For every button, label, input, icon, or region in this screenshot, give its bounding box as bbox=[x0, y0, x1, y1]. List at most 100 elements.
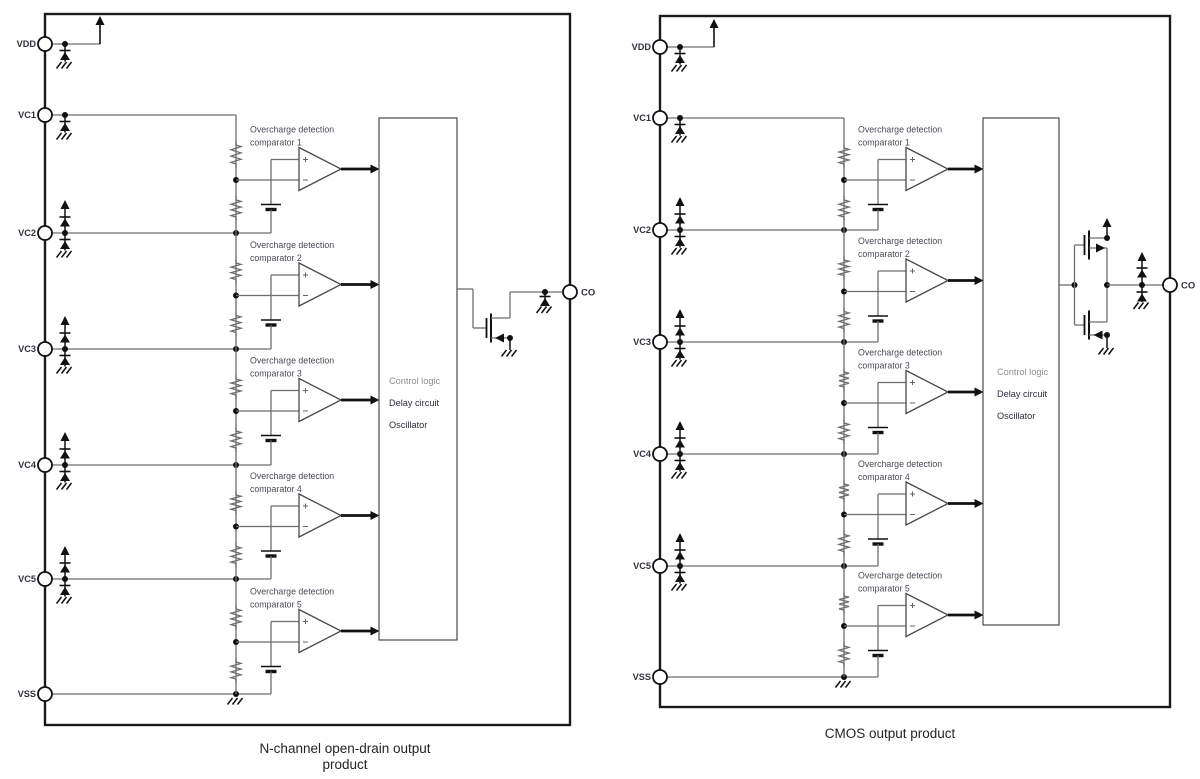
ground-symbol bbox=[231, 697, 239, 705]
arrow-right-icon bbox=[974, 610, 984, 620]
diode-anode bbox=[675, 215, 685, 224]
ground-symbol bbox=[670, 247, 678, 255]
arrow-up-icon bbox=[675, 533, 685, 542]
panel-caption-line-1: product bbox=[322, 757, 367, 772]
comparator-3-label-line1: Overcharge detection bbox=[250, 356, 334, 366]
pin-label-vc5: VC5 bbox=[18, 574, 36, 584]
diode-anode bbox=[60, 357, 70, 365]
comparator-5-symbol bbox=[298, 608, 343, 654]
diode-anode bbox=[1137, 269, 1147, 278]
pin-label-vc4: VC4 bbox=[633, 449, 652, 459]
pin-vc5 bbox=[652, 558, 668, 574]
resistor bbox=[836, 256, 852, 280]
diode-anode bbox=[60, 334, 70, 343]
diode-anode bbox=[60, 564, 70, 573]
pin-label-co: CO bbox=[1181, 280, 1195, 291]
control-block-text-0: Control logic bbox=[389, 376, 440, 386]
ground-symbol bbox=[65, 132, 73, 140]
arrow-up-icon bbox=[60, 316, 70, 325]
pin-label-vc2: VC2 bbox=[633, 225, 651, 235]
panel-caption-line-0: CMOS output product bbox=[825, 726, 956, 741]
ground-symbol bbox=[675, 64, 683, 72]
ground-symbol bbox=[680, 64, 688, 72]
resistor bbox=[228, 375, 244, 399]
arrow-up-icon bbox=[60, 546, 70, 555]
arrow-up-icon bbox=[1102, 218, 1112, 227]
resistor bbox=[836, 196, 852, 221]
diode-anode bbox=[60, 241, 70, 249]
comparator-2-symbol bbox=[298, 261, 343, 308]
junction-dot bbox=[62, 41, 68, 47]
resistor bbox=[836, 144, 852, 168]
pin-vc4 bbox=[37, 457, 53, 473]
ground-symbol bbox=[55, 61, 63, 69]
junction-dot bbox=[677, 563, 683, 569]
ic-boundary bbox=[43, 12, 572, 727]
pin-vc1 bbox=[37, 107, 53, 123]
junction-dot bbox=[62, 346, 68, 352]
resistor bbox=[228, 196, 244, 221]
pin-vc3 bbox=[37, 341, 53, 357]
diode-anode bbox=[675, 551, 685, 560]
comparator-4-symbol bbox=[905, 480, 950, 527]
resistor bbox=[228, 141, 244, 168]
pin-co bbox=[1162, 277, 1178, 293]
comparator-1-label-line2: comparator 1 bbox=[858, 138, 910, 148]
pin-label-vc2: VC2 bbox=[18, 228, 36, 238]
arrow-up-icon bbox=[60, 432, 70, 441]
junction-dot bbox=[62, 576, 68, 582]
comparator-4-label-line2: comparator 4 bbox=[858, 472, 910, 482]
resistor bbox=[836, 419, 852, 444]
ground-symbol bbox=[675, 359, 683, 367]
ground-symbol bbox=[500, 349, 508, 357]
pin-vc3 bbox=[652, 334, 668, 350]
diode-anode bbox=[60, 123, 70, 131]
arrow-up-icon bbox=[675, 309, 685, 318]
pin-vc2 bbox=[652, 222, 668, 238]
pin-vc5 bbox=[37, 571, 53, 587]
arrow-right-icon bbox=[974, 499, 984, 508]
control-block-text-1: Delay circuit bbox=[389, 398, 439, 408]
diode-anode bbox=[60, 52, 70, 60]
junction-dot bbox=[677, 339, 683, 345]
comparator-2-symbol bbox=[905, 257, 950, 304]
pin-label-vc1: VC1 bbox=[18, 110, 36, 120]
ground-symbol bbox=[55, 250, 63, 258]
pin-vss bbox=[652, 669, 668, 685]
panel-nchannel-open-drain: Overcharge detection comparator 1 Overchar… bbox=[17, 12, 595, 772]
comparator-3-label-line2: comparator 3 bbox=[858, 361, 910, 371]
arrow-right-icon bbox=[370, 511, 380, 520]
comparator-1-label-line2: comparator 1 bbox=[250, 138, 302, 148]
pin-vdd bbox=[37, 36, 53, 52]
pin-label-vc5: VC5 bbox=[633, 561, 651, 571]
pin-co bbox=[562, 284, 578, 300]
comparator-2-label-line2: comparator 2 bbox=[858, 249, 910, 259]
diode-anode bbox=[1137, 293, 1147, 302]
resistor bbox=[228, 542, 244, 568]
ground-symbol bbox=[1132, 302, 1140, 310]
arrow-up-icon bbox=[95, 16, 105, 25]
diode-anode bbox=[60, 473, 70, 481]
ground-symbol bbox=[60, 596, 68, 604]
junction-dot bbox=[1139, 282, 1145, 288]
ground-symbol bbox=[670, 135, 678, 143]
comparator-3-symbol bbox=[298, 377, 343, 423]
ground-symbol bbox=[675, 583, 683, 591]
ground-symbol bbox=[1107, 347, 1115, 355]
diode-anode bbox=[60, 450, 70, 459]
resistor bbox=[228, 491, 244, 515]
ground-symbol bbox=[680, 135, 688, 143]
ground-symbol bbox=[60, 61, 68, 69]
pin-label-vc3: VC3 bbox=[633, 337, 651, 347]
comparator-3-label-line1: Overcharge detection bbox=[858, 348, 942, 358]
nmos-source-arrow bbox=[1093, 330, 1103, 340]
ground-symbol bbox=[1097, 347, 1105, 355]
comparator-4-label-line2: comparator 4 bbox=[250, 484, 302, 494]
ground-symbol bbox=[60, 366, 68, 374]
pin-label-vss: VSS bbox=[633, 672, 651, 682]
comparator-1-label-line1: Overcharge detection bbox=[250, 125, 334, 135]
diode-anode bbox=[675, 439, 685, 448]
pin-label-co: CO bbox=[581, 287, 595, 298]
resistor bbox=[838, 592, 850, 614]
